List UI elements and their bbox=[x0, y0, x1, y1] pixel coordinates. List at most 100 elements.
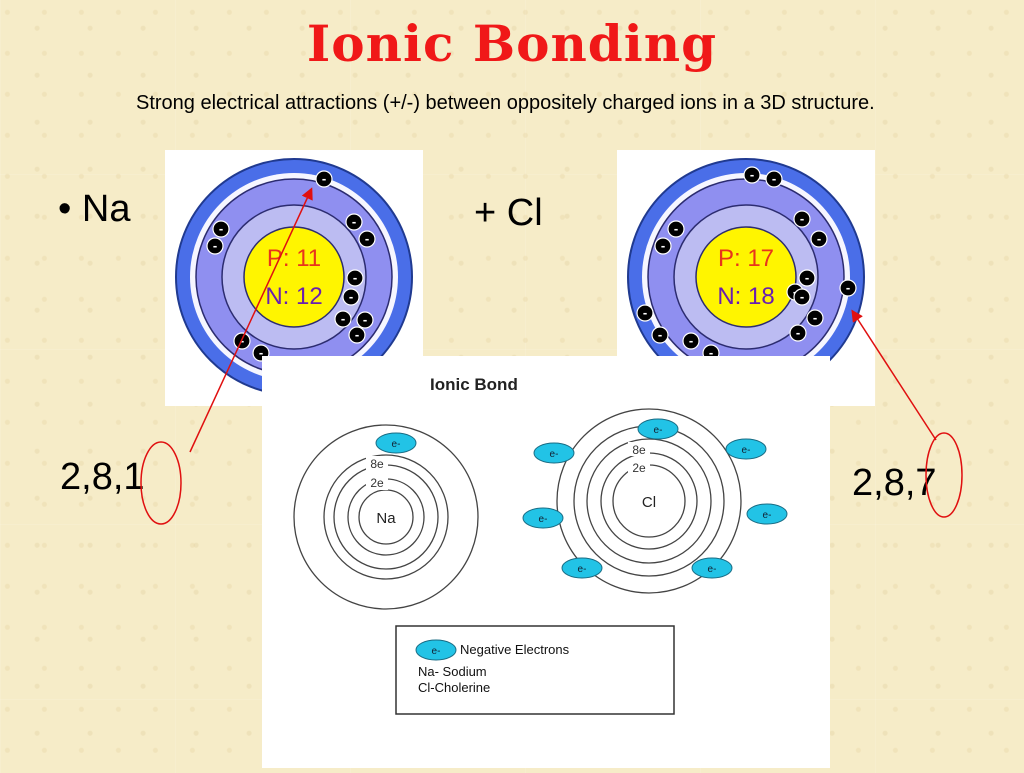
cl-electron-sign-11: - bbox=[643, 305, 647, 320]
na-electron-sign-10: - bbox=[355, 327, 359, 342]
cl-electron-10 bbox=[793, 288, 811, 306]
na-electron-6 bbox=[346, 269, 364, 287]
bond-electron-1 bbox=[375, 432, 417, 454]
na-electron-5 bbox=[358, 230, 376, 248]
na-label: Na bbox=[81, 188, 131, 230]
slide-title: Ionic Bonding bbox=[306, 14, 718, 73]
bond-electron-label-7: e- bbox=[578, 564, 587, 575]
na-electron-3 bbox=[206, 237, 224, 255]
legend-chlorine-text: Cl-Cholerine bbox=[418, 680, 490, 695]
cl-2e-bg bbox=[628, 461, 650, 475]
na-electron-sign-6: - bbox=[353, 270, 357, 285]
bullet-na: • Na bbox=[58, 188, 130, 231]
na-valence-arrow bbox=[189, 187, 313, 453]
cl-atom-diagram: P: 17 N: 18 ------------------ bbox=[627, 158, 865, 396]
legend-electron-icon-label: e- bbox=[432, 646, 441, 657]
na-electron-config: 2,8,1 bbox=[60, 456, 145, 498]
cl-electron-3 bbox=[793, 210, 811, 228]
na-electron-sign-2: - bbox=[219, 221, 223, 236]
bond-electron-4 bbox=[725, 438, 767, 460]
na-valence-circle bbox=[140, 441, 182, 525]
ionic-bond-heading: Ionic Bond bbox=[430, 375, 518, 394]
cl-electron-15 bbox=[682, 332, 700, 350]
na-electron-2 bbox=[212, 220, 230, 238]
plus-cl-label: + Cl bbox=[474, 192, 543, 234]
cl-nucleus bbox=[695, 226, 797, 328]
na-electron-sign-1: - bbox=[322, 171, 326, 186]
na-electron-sign-8: - bbox=[341, 311, 345, 326]
na-electron-10 bbox=[348, 326, 366, 344]
cl-electron-12 bbox=[806, 309, 824, 327]
cl-electron-sign-14: - bbox=[796, 325, 800, 340]
bond-electron-8 bbox=[691, 557, 733, 579]
na-2e-bg bbox=[366, 476, 388, 490]
bond-electron-label-8: e- bbox=[708, 564, 717, 575]
cl-electron-14 bbox=[789, 324, 807, 342]
legend-sodium-text: Na- Sodium bbox=[418, 664, 487, 679]
na-electron-7 bbox=[342, 288, 360, 306]
bond-electron-label-3: e- bbox=[654, 425, 663, 436]
na-electrons: ------------ bbox=[206, 170, 376, 362]
bond-electron-5 bbox=[522, 507, 564, 529]
na-electron-sign-7: - bbox=[349, 289, 353, 304]
cl-proton-count: P: 17 bbox=[718, 245, 774, 272]
na-2e-label: 2e bbox=[370, 476, 384, 490]
cl-center-label: Cl bbox=[642, 494, 656, 511]
na-electron-sign-5: - bbox=[365, 231, 369, 246]
cl-electron-sign-9: - bbox=[846, 280, 850, 295]
cl-electron-sign-13: - bbox=[658, 327, 662, 342]
cl-8e-label: 8e bbox=[632, 443, 646, 457]
bond-electron-label-1: e- bbox=[392, 439, 401, 450]
cl-electron-13 bbox=[651, 326, 669, 344]
bond-electrons: e-e-e-e-e-e-e-e- bbox=[375, 418, 788, 579]
na-electron-8 bbox=[334, 310, 352, 328]
cl-electron-sign-4: - bbox=[817, 231, 821, 246]
cl-valence-arrow bbox=[851, 309, 937, 441]
cl-electrons: ------------------ bbox=[636, 166, 857, 385]
slide-subtitle: Strong electrical attractions (+/-) betw… bbox=[136, 92, 875, 114]
cl-neutron-count: N: 18 bbox=[717, 283, 774, 310]
cl-8e-bg bbox=[628, 442, 650, 456]
bond-electron-label-6: e- bbox=[763, 510, 772, 521]
na-neutron-count: N: 12 bbox=[265, 283, 322, 310]
cl-electron-sign-1: - bbox=[750, 167, 754, 182]
cl-electron-9 bbox=[839, 279, 857, 297]
na-electron-sign-12: - bbox=[259, 345, 263, 360]
na-8e-bg bbox=[366, 456, 388, 470]
cl-valence-circle bbox=[925, 432, 963, 518]
na-bohr-model: 8e 2e Na bbox=[293, 424, 479, 610]
cl-electron-sign-15: - bbox=[689, 333, 693, 348]
cl-electron-sign-3: - bbox=[800, 211, 804, 226]
cl-electron-sign-7: - bbox=[805, 270, 809, 285]
legend-box: e- Negative Electrons Na- Sodium Cl-Chol… bbox=[395, 625, 675, 715]
legend-electrons-text: Negative Electrons bbox=[460, 642, 570, 657]
bullet-dot: • bbox=[58, 188, 82, 230]
cl-electron-11 bbox=[636, 304, 654, 322]
na-center-label: Na bbox=[376, 510, 396, 527]
cl-electron-sign-6: - bbox=[661, 238, 665, 253]
bond-electron-3 bbox=[637, 418, 679, 440]
legend-electron-icon bbox=[415, 639, 457, 661]
na-shell-2 bbox=[323, 454, 449, 580]
bond-electron-label-4: e- bbox=[742, 445, 751, 456]
cl-electron-sign-2: - bbox=[772, 171, 776, 186]
cl-electron-sign-16: - bbox=[709, 345, 713, 360]
bond-electron-label-2: e- bbox=[550, 449, 559, 460]
cl-electron-config: 2,8,7 bbox=[852, 462, 937, 504]
cl-electron-sign-5: - bbox=[674, 221, 678, 236]
cl-electron-sign-8: - bbox=[793, 284, 797, 299]
bond-electron-label-5: e- bbox=[539, 514, 548, 525]
na-electron-9 bbox=[356, 311, 374, 329]
ionic-bond-panel: Ionic Bond 8e 2e Na 8e 2e Cl bbox=[262, 356, 830, 768]
cl-bohr-model: 8e 2e Cl bbox=[556, 408, 742, 594]
na-shell-3 bbox=[293, 424, 479, 610]
bond-electron-2 bbox=[533, 442, 575, 464]
na-electron-4 bbox=[345, 213, 363, 231]
na-electron-sign-4: - bbox=[352, 214, 356, 229]
cl-electron-2 bbox=[765, 170, 783, 188]
cl-shell-3 bbox=[556, 408, 742, 594]
na-electron-1 bbox=[315, 170, 333, 188]
bond-electron-6 bbox=[746, 503, 788, 525]
cl-electron-1 bbox=[743, 166, 761, 184]
